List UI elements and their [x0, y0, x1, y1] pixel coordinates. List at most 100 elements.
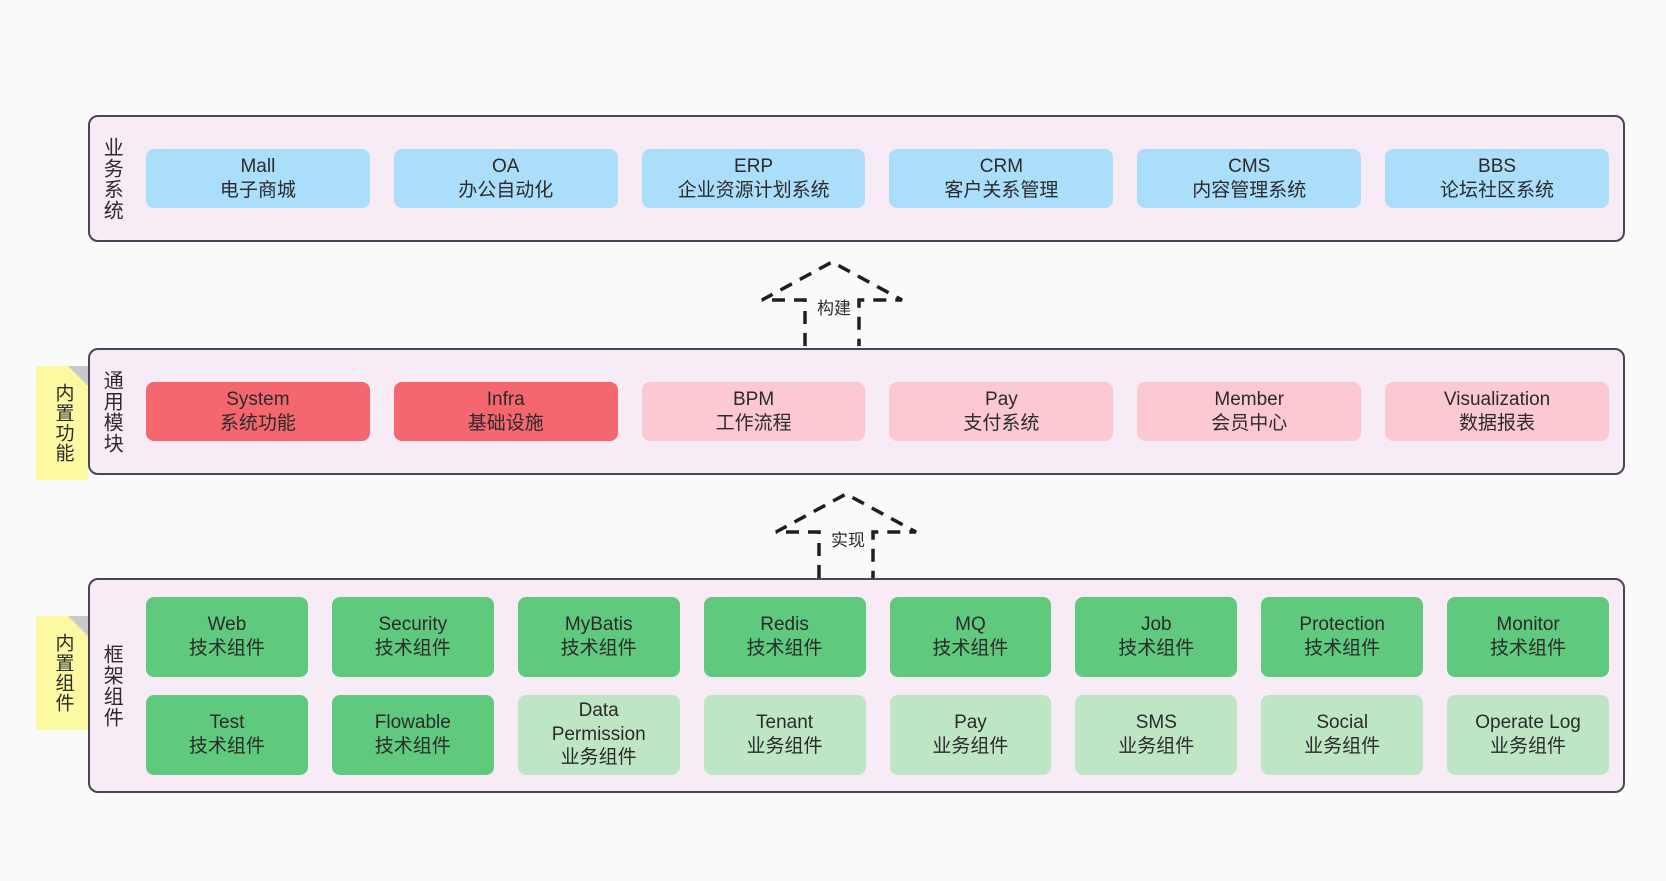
node-title: Infra [486, 388, 525, 410]
node-subtitle: 技术组件 [1304, 637, 1381, 659]
node-security[interactable]: Security 技术组件 [331, 596, 494, 677]
node-title: Pay [985, 388, 1018, 410]
sticky-note-builtin-component: 内置组件 [36, 616, 88, 730]
node-subtitle: 办公自动化 [458, 179, 554, 201]
node-web[interactable]: Web 技术组件 [146, 596, 308, 677]
layer-title-business-system: 业务系统 [100, 136, 123, 221]
sticky-note-builtin-function: 内置功能 [36, 366, 88, 480]
node-visualization[interactable]: Visualization 数据报表 [1385, 381, 1609, 442]
node-subtitle: 技术组件 [560, 637, 637, 659]
node-mq[interactable]: MQ 技术组件 [889, 596, 1052, 677]
node-sms[interactable]: SMS 业务组件 [1075, 694, 1238, 775]
node-subtitle: 业务组件 [1490, 735, 1567, 757]
node-monitor[interactable]: Monitor 技术组件 [1447, 596, 1609, 677]
node-title: Job [1140, 613, 1172, 635]
node-test[interactable]: Test 技术组件 [146, 694, 308, 775]
node-title: Operate Log [1475, 711, 1581, 733]
node-data-permission[interactable]: Data Permission 业务组件 [517, 694, 680, 775]
connector-implement-label: 实现 [829, 526, 867, 551]
node-title: MyBatis [564, 613, 633, 635]
node-subtitle: 业务组件 [1118, 735, 1195, 757]
node-title: Monitor [1496, 613, 1560, 635]
node-system[interactable]: System 系统功能 [146, 381, 370, 442]
layer-framework-component[interactable]: 框架组件 Web 技术组件 Security 技术组件 MyBatis 技术组件… [88, 578, 1625, 793]
node-subtitle: 业务组件 [560, 747, 637, 769]
layer-title-common-module: 通用模块 [100, 369, 123, 454]
node-row: Mall 电子商城 OA 办公自动化 ERP 企业资源计划系统 CRM 客户关系… [146, 148, 1609, 209]
node-subtitle: 内容管理系统 [1192, 179, 1307, 201]
node-subtitle: 技术组件 [1118, 637, 1195, 659]
node-subtitle: 数据报表 [1459, 412, 1536, 434]
node-subtitle: 支付系统 [963, 412, 1040, 434]
node-row: Test 技术组件 Flowable 技术组件 Data Permission … [146, 694, 1609, 775]
node-title: Tenant [756, 711, 814, 733]
node-social[interactable]: Social 业务组件 [1261, 694, 1424, 775]
node-job[interactable]: Job 技术组件 [1075, 596, 1238, 677]
node-cms[interactable]: CMS 内容管理系统 [1137, 148, 1362, 209]
node-subtitle: 工作流程 [715, 412, 792, 434]
layer-body-business-system: Mall 电子商城 OA 办公自动化 ERP 企业资源计划系统 CRM 客户关系… [132, 117, 1623, 240]
node-protection[interactable]: Protection 技术组件 [1261, 596, 1424, 677]
connector-build-label: 构建 [815, 294, 853, 319]
layer-common-module[interactable]: 通用模块 System 系统功能 Infra 基础设施 BPM 工作流程 Pay… [88, 348, 1625, 475]
node-pay-component[interactable]: Pay 业务组件 [889, 694, 1052, 775]
node-crm[interactable]: CRM 客户关系管理 [889, 148, 1114, 209]
node-title: CRM [979, 155, 1024, 177]
layer-title-framework-component: 框架组件 [100, 643, 123, 728]
node-subtitle: 电子商城 [219, 179, 296, 201]
node-subtitle: 企业资源计划系统 [677, 179, 830, 201]
node-subtitle: 技术组件 [374, 735, 451, 757]
node-subtitle: 基础设施 [467, 412, 544, 434]
node-subtitle: 技术组件 [932, 637, 1009, 659]
node-subtitle: 会员中心 [1211, 412, 1288, 434]
node-mall[interactable]: Mall 电子商城 [146, 148, 370, 209]
node-title: ERP [734, 155, 774, 177]
node-title: Visualization [1443, 388, 1551, 410]
node-operate-log[interactable]: Operate Log 业务组件 [1447, 694, 1609, 775]
node-bbs[interactable]: BBS 论坛社区系统 [1385, 148, 1609, 209]
node-subtitle: 系统功能 [219, 412, 296, 434]
node-pay-module[interactable]: Pay 支付系统 [889, 381, 1114, 442]
node-subtitle: 技术组件 [188, 735, 265, 757]
node-member[interactable]: Member 会员中心 [1137, 381, 1362, 442]
node-title: Redis [760, 613, 809, 635]
node-title: Social [1316, 711, 1369, 733]
node-subtitle: 论坛社区系统 [1440, 179, 1555, 201]
node-title: Data Permission [551, 699, 646, 745]
node-redis[interactable]: Redis 技术组件 [703, 596, 866, 677]
node-subtitle: 业务组件 [746, 735, 823, 757]
sticky-note-label: 内置功能 [52, 383, 74, 463]
node-title: Member [1214, 388, 1285, 410]
node-subtitle: 业务组件 [1304, 735, 1381, 757]
node-subtitle: 客户关系管理 [944, 179, 1059, 201]
layer-body-common-module: System 系统功能 Infra 基础设施 BPM 工作流程 Pay 支付系统… [132, 350, 1623, 473]
node-bpm[interactable]: BPM 工作流程 [641, 381, 866, 442]
node-subtitle: 技术组件 [374, 637, 451, 659]
node-title: Pay [954, 711, 987, 733]
node-tenant[interactable]: Tenant 业务组件 [703, 694, 866, 775]
node-title: Web [207, 613, 247, 635]
node-title: BPM [732, 388, 775, 410]
node-title: Protection [1299, 613, 1385, 635]
node-title: Test [209, 711, 245, 733]
node-title: Mall [240, 155, 276, 177]
layer-business-system[interactable]: 业务系统 Mall 电子商城 OA 办公自动化 ERP 企业资源计划系统 CRM… [88, 115, 1625, 242]
layer-body-framework-component: Web 技术组件 Security 技术组件 MyBatis 技术组件 Redi… [132, 580, 1623, 791]
node-subtitle: 业务组件 [932, 735, 1009, 757]
node-title: SMS [1135, 711, 1177, 733]
node-title: Flowable [374, 711, 451, 733]
node-oa[interactable]: OA 办公自动化 [393, 148, 618, 209]
node-title: BBS [1478, 155, 1517, 177]
node-title: MQ [955, 613, 986, 635]
node-row: Web 技术组件 Security 技术组件 MyBatis 技术组件 Redi… [146, 596, 1609, 677]
sticky-note-label: 内置组件 [52, 633, 74, 713]
node-infra[interactable]: Infra 基础设施 [393, 381, 618, 442]
node-title: CMS [1228, 155, 1271, 177]
node-erp[interactable]: ERP 企业资源计划系统 [641, 148, 866, 209]
node-row: System 系统功能 Infra 基础设施 BPM 工作流程 Pay 支付系统… [146, 381, 1609, 442]
node-mybatis[interactable]: MyBatis 技术组件 [517, 596, 680, 677]
node-subtitle: 技术组件 [1490, 637, 1567, 659]
node-flowable[interactable]: Flowable 技术组件 [331, 694, 494, 775]
node-title: Security [378, 613, 448, 635]
